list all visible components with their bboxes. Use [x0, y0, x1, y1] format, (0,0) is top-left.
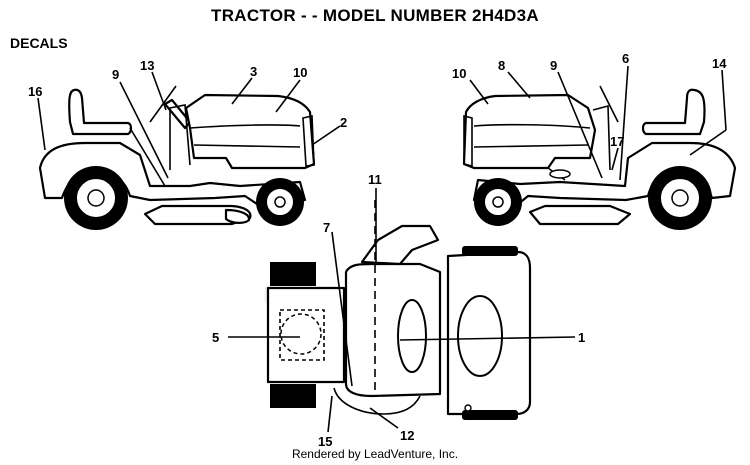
callout-right-6: 6	[622, 51, 629, 66]
callout-top-15: 15	[318, 434, 332, 449]
callout-left-13: 13	[140, 58, 154, 73]
callout-left-16: 16	[28, 84, 42, 99]
callout-right-10: 10	[452, 66, 466, 81]
top-view	[228, 188, 576, 433]
callout-top-5: 5	[212, 330, 219, 345]
callout-right-17: 17	[610, 134, 624, 149]
callout-left-2: 2	[340, 115, 347, 130]
callout-top-1: 1	[578, 330, 585, 345]
callout-top-12: 12	[400, 428, 414, 443]
callout-right-9: 9	[550, 58, 557, 73]
callout-right-14: 14	[712, 56, 727, 71]
callout-top-11: 11	[368, 172, 382, 187]
right-side-view	[462, 65, 737, 230]
footer-credit: Rendered by LeadVenture, Inc.	[291, 447, 459, 461]
left-side-view	[37, 71, 341, 230]
callout-left-9: 9	[112, 67, 119, 82]
callout-left-3: 3	[250, 64, 257, 79]
callout-right-8: 8	[498, 58, 505, 73]
page-title: TRACTOR - - MODEL NUMBER 2H4D3A	[211, 6, 539, 25]
callout-top-7: 7	[323, 220, 330, 235]
callout-left-10: 10	[293, 65, 307, 80]
section-label: DECALS	[10, 35, 68, 51]
